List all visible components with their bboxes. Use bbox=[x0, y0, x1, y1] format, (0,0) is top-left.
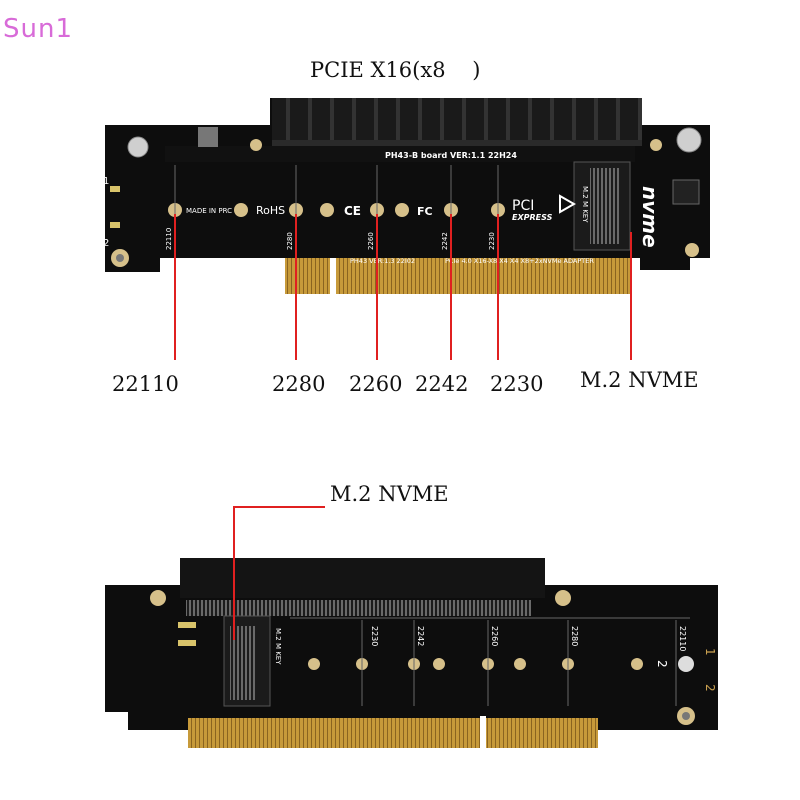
pcie-title: PCIE X16(x8 ) bbox=[310, 58, 481, 82]
top-callout-lines bbox=[174, 214, 632, 360]
made-in-label: MADE IN PRC bbox=[186, 207, 232, 215]
bottom-silk-22110: 22110 bbox=[678, 626, 687, 651]
silk-2230: 2230 bbox=[488, 232, 496, 250]
led2-label: 2 bbox=[103, 238, 109, 249]
bottom-mount-hole-left bbox=[150, 590, 166, 606]
capacitor bbox=[676, 127, 702, 153]
led1-label: 1 bbox=[103, 176, 109, 187]
bottom-gold-fingers bbox=[188, 718, 598, 748]
silk-22110: 22110 bbox=[165, 228, 173, 250]
ic-chip bbox=[672, 179, 700, 205]
nvme-logo: nvme bbox=[638, 186, 662, 248]
bottom-silk-2260: 2260 bbox=[490, 626, 499, 646]
mount-hole-right bbox=[685, 243, 699, 257]
bottom-num-2b: 2 bbox=[703, 684, 717, 692]
callout-2230: 2230 bbox=[490, 372, 544, 396]
express-logo: EXPRESS bbox=[512, 213, 553, 222]
bottom-pcie-slot bbox=[180, 558, 545, 598]
top-pcb bbox=[105, 98, 710, 296]
bottom-num-1: 1 bbox=[703, 648, 717, 656]
silk-2242: 2242 bbox=[441, 232, 449, 250]
bottom-silk-2280: 2280 bbox=[570, 626, 579, 646]
fc-label: FC bbox=[417, 205, 433, 218]
bottom-silk-2230: 2230 bbox=[370, 626, 379, 646]
silk-2280: 2280 bbox=[286, 232, 294, 250]
bottom-mkey-label: M.2 M KEY bbox=[274, 628, 282, 665]
callout-top-nvme: M.2 NVME bbox=[580, 368, 699, 392]
top-gold-fingers bbox=[285, 258, 630, 294]
bottom-silk-2242: 2242 bbox=[416, 626, 425, 646]
sub-label-left: PH43 VER:1.3 22I02 bbox=[350, 257, 415, 265]
callout-2280: 2280 bbox=[272, 372, 326, 396]
callout-22110: 22110 bbox=[112, 372, 179, 396]
bottom-num-2: 2 bbox=[655, 660, 669, 668]
callout-bottom-nvme: M.2 NVME bbox=[330, 482, 449, 506]
ce-label: CE bbox=[344, 204, 361, 218]
pcie-slot bbox=[272, 98, 642, 146]
inductor bbox=[198, 127, 218, 147]
pci-logo: PCI bbox=[512, 198, 534, 214]
sub-label-right: PCIe 4.0 X16-X8 X4 X4 X8+2xNVMe ADAPTER bbox=[445, 257, 594, 265]
rohs-label: RoHS bbox=[256, 204, 285, 217]
top-mkey-label: M.2 M KEY bbox=[581, 186, 589, 223]
bottom-pcb bbox=[105, 558, 718, 750]
callout-2242: 2242 bbox=[415, 372, 469, 396]
callout-2260: 2260 bbox=[349, 372, 403, 396]
watermark-text: Sun1 bbox=[3, 14, 74, 44]
board-label: PH43-B board VER:1.1 22H24 bbox=[385, 151, 517, 160]
bottom-callout-line bbox=[233, 506, 325, 640]
silk-2260: 2260 bbox=[367, 232, 375, 250]
